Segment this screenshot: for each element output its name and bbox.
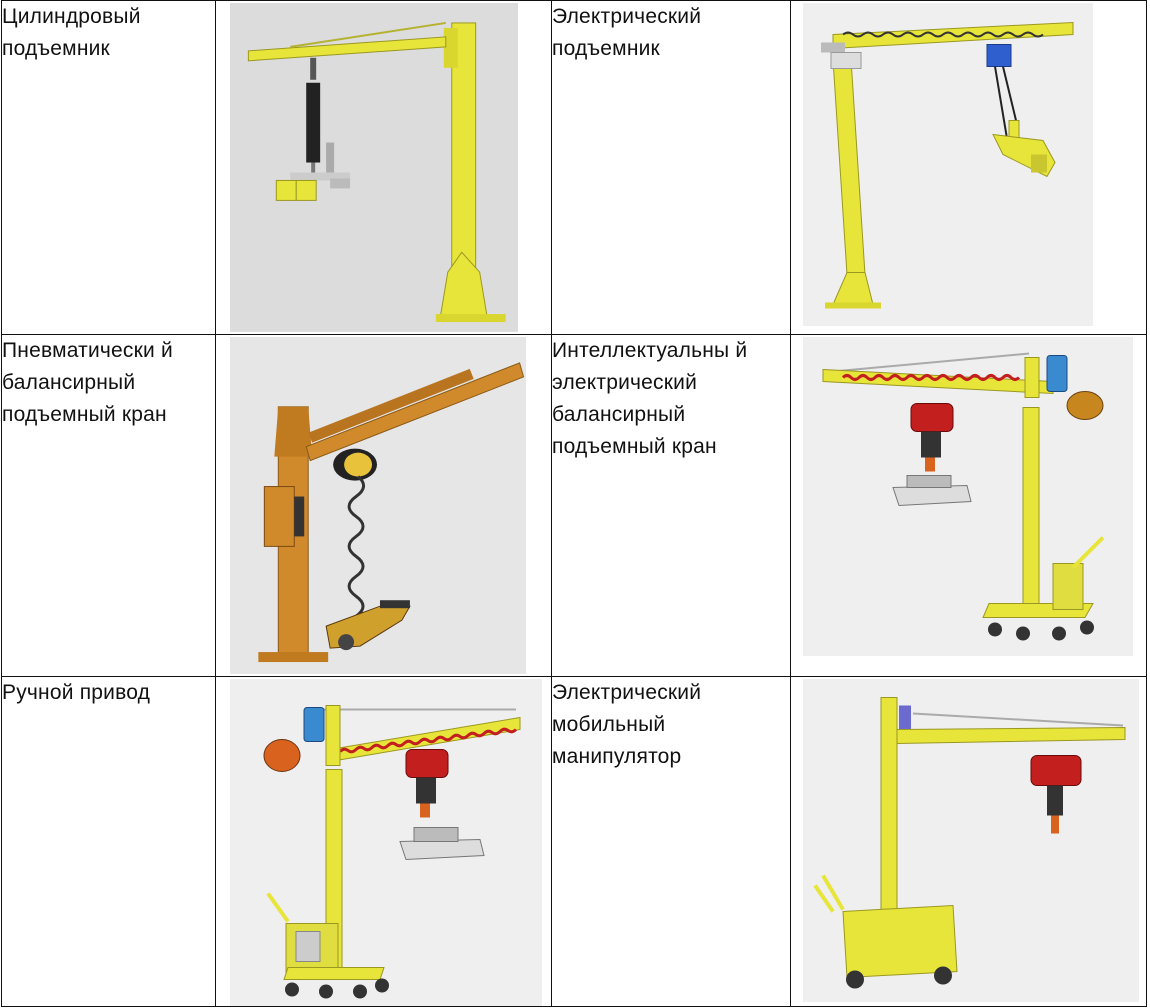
product-name-cell: Электрический мобильный манипулятор xyxy=(551,676,791,1007)
electric-lifter-image xyxy=(790,0,1147,335)
pneumatic-balancer-crane-image xyxy=(215,334,552,677)
product-name-cell: Пневматически й балансирный подъемный кр… xyxy=(1,334,216,677)
cylinder-lifter-image xyxy=(215,0,552,335)
table-row: Ручной привод xyxy=(1,676,1147,1007)
product-name-cell: Интеллектуальны й электрический балансир… xyxy=(551,334,791,677)
table-row: Пневматически й балансирный подъемный кр… xyxy=(1,334,1147,677)
manual-drive-crane-image xyxy=(215,676,552,1007)
product-name-cell: Ручной привод xyxy=(1,676,216,1007)
product-name-cell: Цилиндровый подъемник xyxy=(1,0,216,335)
electric-mobile-manipulator-image xyxy=(790,676,1147,1007)
intelligent-electric-balancer-crane-image xyxy=(790,334,1147,677)
product-name-cell: Электрический подъемник xyxy=(551,0,791,335)
table-row: Цилиндровый подъемник xyxy=(1,0,1147,335)
